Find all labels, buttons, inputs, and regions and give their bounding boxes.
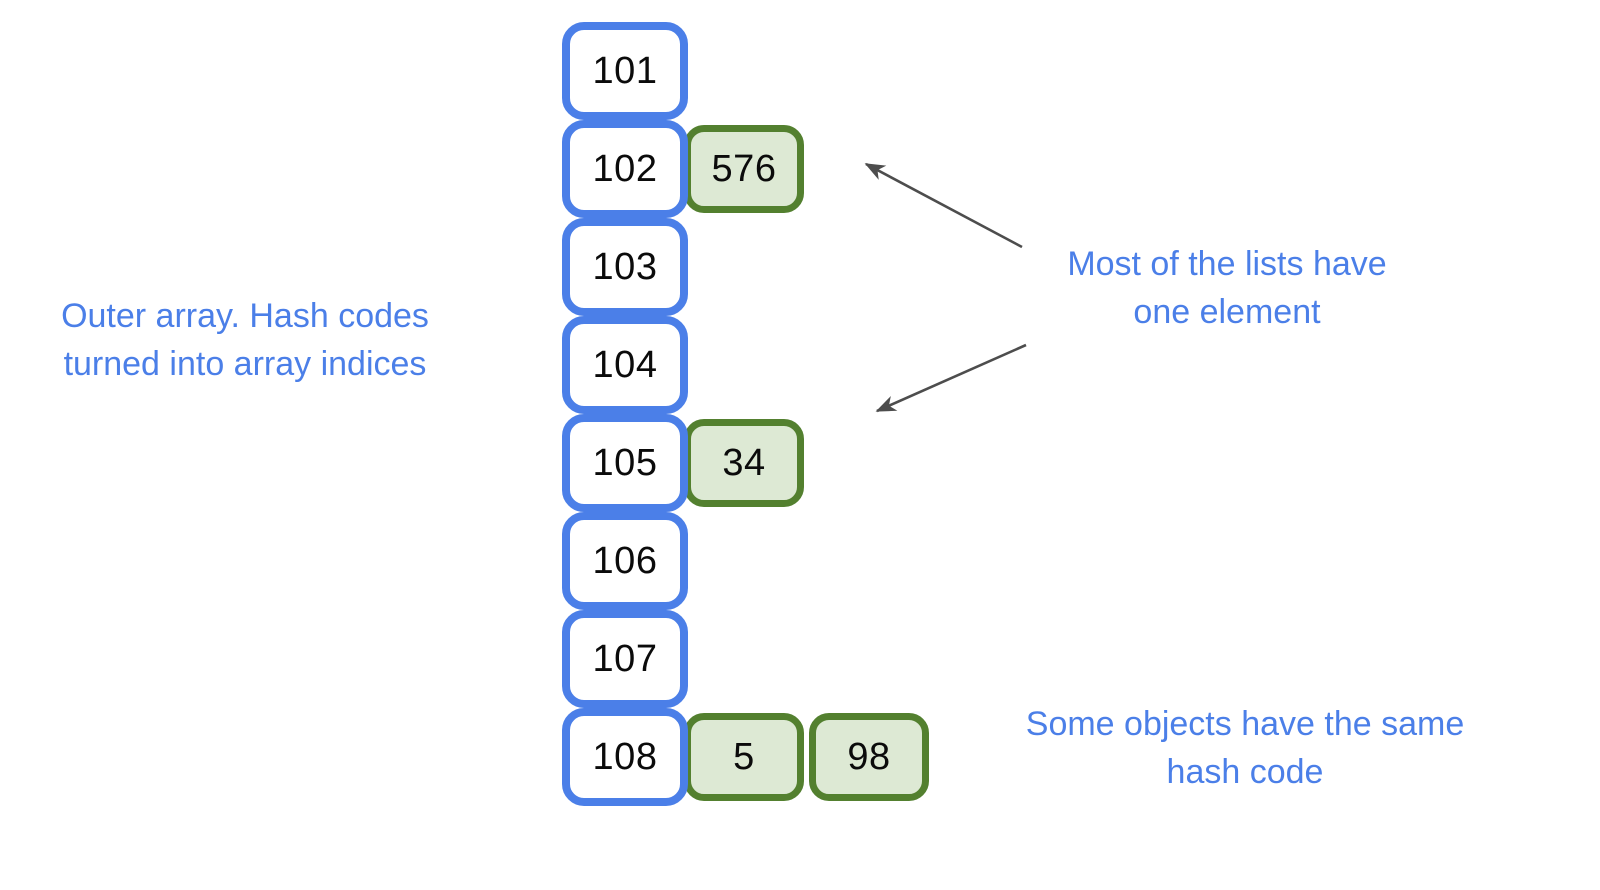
outer-array: 101 102 576 103 104 105 34 106 107 108 5… — [562, 22, 962, 806]
array-index-cell[interactable]: 106 — [562, 512, 688, 610]
bucket-row: 107 — [562, 610, 962, 708]
array-index-cell[interactable]: 107 — [562, 610, 688, 708]
array-index-cell[interactable]: 105 — [562, 414, 688, 512]
bucket-row: 108 5 98 — [562, 708, 962, 806]
bucket-row: 103 — [562, 218, 962, 316]
list-node[interactable]: 98 — [809, 713, 929, 801]
annotation-collision: Some objects have the same hash code — [1025, 705, 1465, 792]
array-index-cell[interactable]: 103 — [562, 218, 688, 316]
list-node[interactable]: 576 — [684, 125, 804, 213]
annotation-single-element: Most of the lists have one element — [1067, 245, 1387, 332]
array-index-cell[interactable]: 101 — [562, 22, 688, 120]
array-index-cell[interactable]: 108 — [562, 708, 688, 806]
annotation-outer-array: Outer array. Hash codes turned into arra… — [61, 297, 429, 384]
bucket-row: 101 — [562, 22, 962, 120]
list-node[interactable]: 34 — [684, 419, 804, 507]
bucket-row: 105 34 — [562, 414, 962, 512]
array-index-cell[interactable]: 102 — [562, 120, 688, 218]
bucket-row: 102 576 — [562, 120, 962, 218]
bucket-row: 106 — [562, 512, 962, 610]
array-index-cell[interactable]: 104 — [562, 316, 688, 414]
list-node[interactable]: 5 — [684, 713, 804, 801]
bucket-row: 104 — [562, 316, 962, 414]
